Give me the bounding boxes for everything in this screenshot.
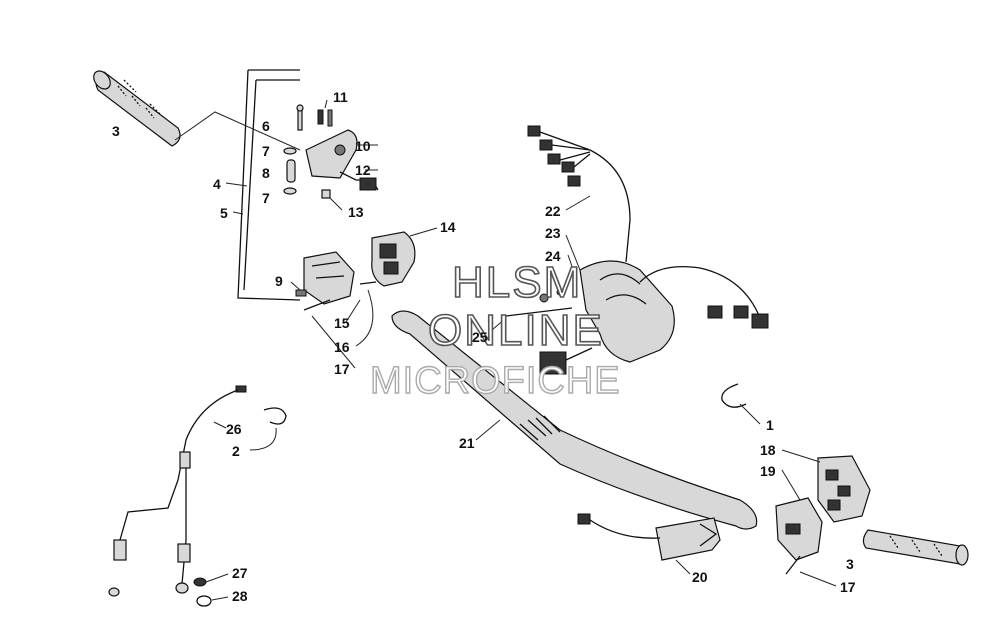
watermark-line1: HLSM (452, 258, 582, 307)
left-control-housing (290, 251, 377, 369)
callout-19: 19 (760, 463, 776, 479)
callout-7-lower: 7 (262, 190, 270, 206)
callout-27: 27 (232, 565, 248, 581)
leader-27 (205, 573, 229, 583)
callout-11: 11 (333, 89, 348, 105)
callout-25: 25 (472, 329, 488, 345)
handlebar (391, 310, 758, 530)
hardware-pins (283, 99, 333, 195)
callout-14: 14 (440, 219, 456, 235)
callout-22: 22 (545, 203, 561, 219)
watermark-line2: ONLINE (428, 306, 604, 355)
right-throttle-housing (491, 234, 675, 375)
callout-15: 15 (334, 315, 350, 331)
right-switch-housing (775, 449, 871, 575)
left-grip (93, 70, 301, 151)
callout-2: 2 (232, 443, 240, 459)
watermark-line3: MICROFICHE (370, 360, 621, 402)
callout-23: 23 (545, 225, 561, 241)
callout-16: 16 (334, 339, 350, 355)
callout-7-upper: 7 (262, 143, 270, 159)
callout-18: 18 (760, 442, 776, 458)
callout-3-right: 3 (846, 556, 854, 572)
bracket-outline (225, 69, 301, 301)
right-grip (799, 529, 969, 587)
callout-5: 5 (220, 205, 228, 221)
left-switch-housing (371, 227, 438, 287)
retaining-ring-left (249, 407, 287, 451)
callout-26: 26 (226, 421, 242, 437)
callout-17-left: 17 (334, 361, 350, 377)
callout-24: 24 (545, 248, 561, 264)
wiring-harness-side (639, 265, 769, 329)
callout-12: 12 (355, 162, 371, 178)
callout-28: 28 (232, 588, 248, 604)
wiring-harness-upper (527, 125, 631, 263)
callout-8: 8 (262, 165, 270, 181)
callout-3-left: 3 (112, 123, 120, 139)
callout-10: 10 (355, 138, 371, 154)
callout-21: 21 (459, 435, 475, 451)
callout-9: 9 (275, 273, 283, 289)
throttle-bracket (305, 129, 379, 211)
callout-1: 1 (766, 417, 774, 433)
retaining-ring-right (721, 383, 761, 425)
leader-28 (211, 596, 229, 601)
callout-6: 6 (262, 118, 270, 134)
throttle-cable (108, 385, 247, 607)
callout-4: 4 (213, 176, 221, 192)
callout-17-right: 17 (840, 579, 856, 595)
callout-20: 20 (692, 569, 708, 585)
grip-heater (577, 513, 721, 575)
callout-13: 13 (348, 204, 364, 220)
